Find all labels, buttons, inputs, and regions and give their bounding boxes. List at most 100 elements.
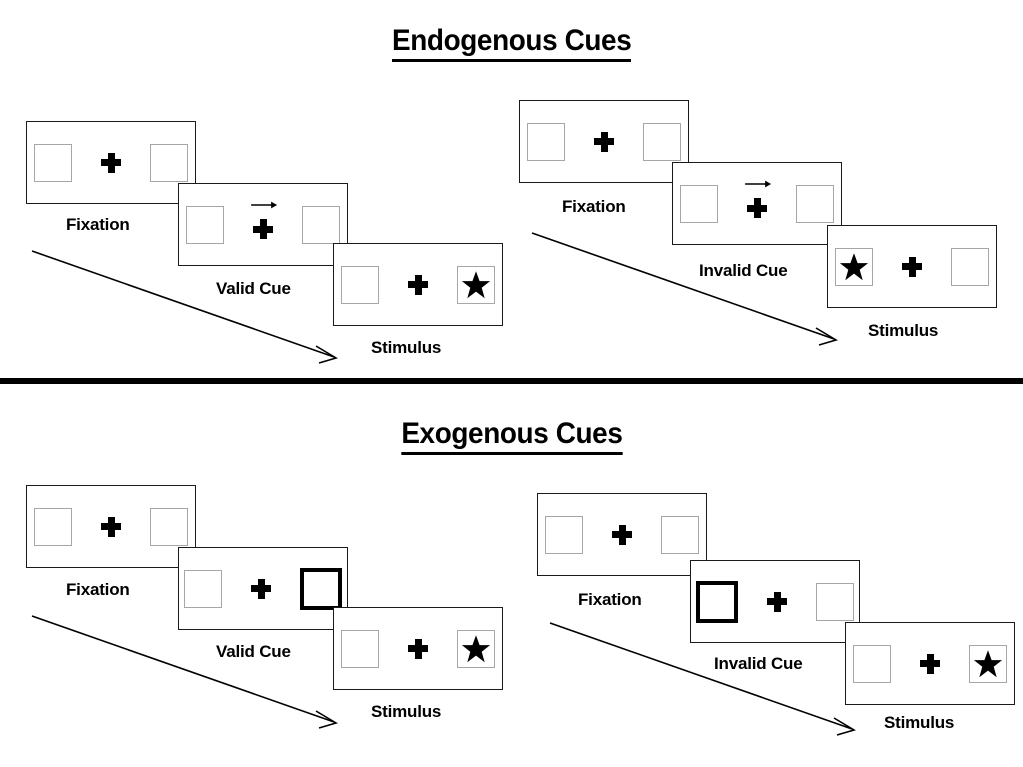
slot-right: [150, 143, 188, 182]
fixation-area: [401, 626, 435, 672]
fixation-cross-icon: [251, 578, 271, 599]
card-endogenous-valid-stimulus: [333, 243, 503, 326]
slot-left: [680, 184, 718, 223]
caption-exogenous-invalid-fixation: Fixation: [578, 590, 642, 609]
card-content: [27, 486, 195, 567]
fixation-area: [94, 140, 128, 186]
slot-left: [527, 122, 565, 161]
card-endogenous-invalid-fixation: [519, 100, 689, 183]
fixation-area: [94, 504, 128, 550]
caption-endogenous-valid-cue: Valid Cue: [216, 279, 291, 298]
slot-left-cued: [696, 580, 738, 623]
fixation-cross-icon: [594, 131, 614, 152]
card-endogenous-valid-fixation: [26, 121, 196, 204]
section-title-endogenous: Endogenous Cues: [0, 24, 1023, 62]
spacer: [278, 588, 300, 589]
spacer: [379, 648, 401, 649]
section-title-endogenous-text: Endogenous Cues: [391, 24, 632, 62]
fixation-cross-icon: [902, 256, 922, 277]
spacer: [72, 526, 94, 527]
fixation-cross-icon: [612, 524, 632, 545]
arrow-right-cue-icon: [745, 180, 772, 187]
caption-endogenous-invalid-cue: Invalid Cue: [699, 261, 788, 280]
slot-left: [545, 515, 583, 554]
fixation-area: [913, 641, 947, 687]
card-endogenous-invalid-stimulus: [827, 225, 997, 308]
spacer: [128, 162, 150, 163]
fixation-cross-icon: [920, 653, 940, 674]
star-target-icon: [973, 649, 1003, 677]
slot-right: [457, 265, 495, 304]
caption-endogenous-valid-fixation: Fixation: [66, 215, 130, 234]
card-exogenous-invalid-fixation: [537, 493, 707, 576]
slot-right: [457, 629, 495, 668]
spacer: [621, 141, 643, 142]
card-content: [691, 561, 859, 642]
caption-exogenous-invalid-stimulus: Stimulus: [884, 713, 955, 732]
section-divider: [0, 378, 1023, 384]
caption-exogenous-valid-cue: Valid Cue: [216, 642, 291, 661]
fixation-area: [401, 262, 435, 308]
arrow-right-cue-icon: [251, 201, 278, 208]
slot-left: [184, 569, 222, 608]
fixation-area: [605, 512, 639, 558]
spacer: [72, 162, 94, 163]
caption-exogenous-valid-stimulus: Stimulus: [371, 702, 442, 721]
spacer: [639, 534, 661, 535]
card-content: [334, 608, 502, 689]
fixation-cross-icon: [408, 274, 428, 295]
card-content: [520, 101, 688, 182]
spacer: [774, 203, 796, 204]
caption-endogenous-valid-stimulus: Stimulus: [371, 338, 442, 357]
slot-left: [34, 507, 72, 546]
card-exogenous-invalid-cue: [690, 560, 860, 643]
slot-right: [816, 582, 854, 621]
spacer: [435, 648, 457, 649]
slot-right: [150, 507, 188, 546]
spacer: [583, 534, 605, 535]
slot-left: [34, 143, 72, 182]
fixation-cross-icon: [101, 516, 121, 537]
slot-right: [969, 644, 1007, 683]
card-exogenous-valid-cue: [178, 547, 348, 630]
spacer: [128, 526, 150, 527]
spacer: [891, 663, 913, 664]
spacer: [224, 224, 246, 225]
section-title-exogenous: Exogenous Cues: [0, 417, 1023, 455]
card-endogenous-invalid-cue: [672, 162, 842, 245]
slot-right: [951, 247, 989, 286]
slot-right: [661, 515, 699, 554]
time-flow-arrow-endogenous-invalid: [531, 232, 838, 346]
fixation-cross-icon: [408, 638, 428, 659]
card-exogenous-invalid-stimulus: [845, 622, 1015, 705]
spacer: [873, 266, 895, 267]
section-title-exogenous-text: Exogenous Cues: [400, 417, 622, 455]
slot-left: [341, 629, 379, 668]
spacer: [435, 284, 457, 285]
card-content: [27, 122, 195, 203]
slot-right: [796, 184, 834, 223]
star-target-icon: [461, 270, 491, 298]
spacer: [280, 224, 302, 225]
fixation-cross-icon: [767, 591, 787, 612]
fixation-cross-icon: [101, 152, 121, 173]
card-content: [846, 623, 1014, 704]
card-content: [179, 184, 347, 265]
slot-right: [302, 205, 340, 244]
fixation-cross-icon: [747, 198, 767, 218]
star-target-icon: [461, 634, 491, 662]
card-endogenous-valid-cue: [178, 183, 348, 266]
star-target-icon: [839, 252, 869, 280]
card-content: [673, 163, 841, 244]
caption-endogenous-invalid-fixation: Fixation: [562, 197, 626, 216]
spacer: [794, 601, 816, 602]
caption-endogenous-invalid-stimulus: Stimulus: [868, 321, 939, 340]
spacer: [718, 203, 740, 204]
fixation-area: [244, 566, 278, 612]
fixation-area: [740, 180, 774, 227]
slot-left: [835, 247, 873, 286]
spacer: [379, 284, 401, 285]
caption-exogenous-invalid-cue: Invalid Cue: [714, 654, 803, 673]
fixation-cross-icon: [253, 219, 273, 239]
